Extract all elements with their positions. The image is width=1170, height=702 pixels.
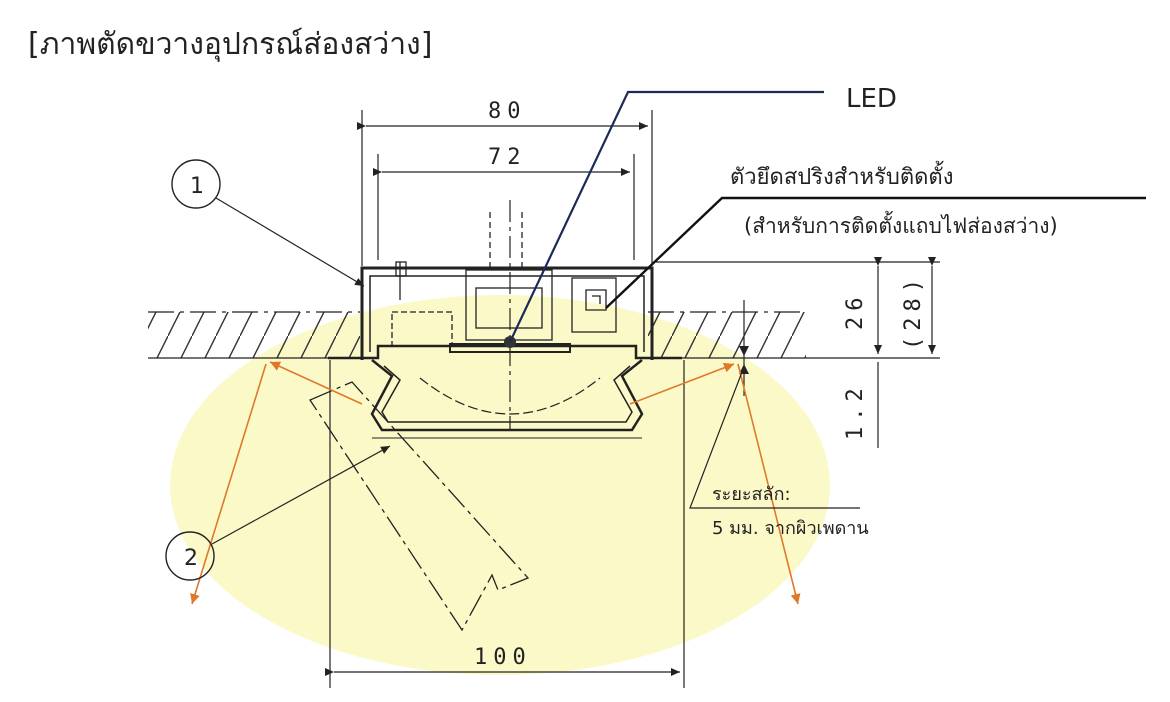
callout-2: 2 xyxy=(165,445,391,581)
fixture-lens xyxy=(370,359,644,439)
dim-width-outer: 80 xyxy=(357,99,653,266)
spring-clip-label: ตัวยึดสปริงสำหรับติดตั้ง xyxy=(730,161,953,190)
tilted-outline xyxy=(309,381,530,632)
spring-clip-note: (สำหรับการติดตั้งแถบไฟส่องสว่าง) xyxy=(744,211,1058,238)
dim-1-2-label: 1.2 xyxy=(843,382,868,440)
page-title: [ภาพตัดขวางอุปกรณ์ส่องสว่าง] xyxy=(28,27,432,63)
dim-width-inner: 72 xyxy=(373,145,635,260)
dim-cutout: 100 xyxy=(325,645,680,676)
protrusion-line-2: 5 มม. จากผิวเพดาน xyxy=(712,518,869,539)
dim-26-label: 26 xyxy=(843,292,868,331)
ceiling-section xyxy=(148,311,940,359)
light-rays xyxy=(190,361,801,605)
dim-28-label: (28) xyxy=(901,273,926,350)
dim-80-label: 80 xyxy=(488,99,527,124)
led-label: LED xyxy=(846,84,897,114)
fixture-housing xyxy=(328,200,682,430)
dim-72-label: 72 xyxy=(488,145,527,170)
protrusion-note: ระยะสลัก: 5 มม. จากผิวเพดาน xyxy=(689,371,869,539)
spring-clip-leader: ตัวยึดสปริงสำหรับติดตั้ง (สำหรับการติดตั… xyxy=(605,161,1146,309)
led-leader: LED xyxy=(509,84,897,343)
callout-1-label: 1 xyxy=(190,174,204,199)
dim-heights: 26 (28) 1.2 xyxy=(656,257,940,448)
callout-2-label: 2 xyxy=(184,546,198,571)
dim-100-label: 100 xyxy=(474,645,532,670)
protrusion-line-1: ระยะสลัก: xyxy=(712,484,791,505)
callout-1: 1 xyxy=(171,159,365,287)
